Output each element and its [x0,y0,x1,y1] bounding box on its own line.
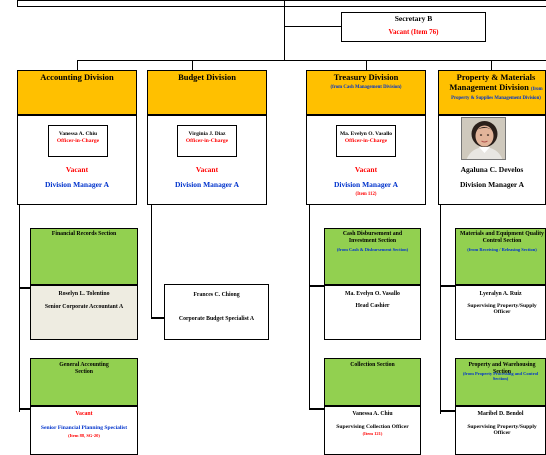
general-accounting-header [30,358,138,406]
property-warehousing-header [455,358,546,406]
treasury-branch-to-cash [309,285,324,287]
accounting-branch-to-financial [19,287,30,289]
general-accounting-body [30,406,138,455]
cash-disbursement-position: Head Cashier [355,303,390,309]
financial-records-title: Financial Records Section [51,231,117,237]
treasury-header [306,70,426,115]
cash-disbursement-name: Ma. Evelyn O. Vasallo [345,291,400,297]
top-bottom-line [17,6,546,7]
accounting-drop [77,60,78,70]
collection-position: Supervising Collection Officer [336,424,409,430]
accounting-branch-to-general [19,408,30,410]
main-vertical-trunk [284,0,285,60]
budget-branch-to-staff [151,317,164,319]
treasury-oic-name: Ma. Evelyn O. Vasallo [339,131,393,137]
accounting-status: Vacant [65,165,89,174]
property-branch-vertical [440,204,441,414]
budget-staff-box [164,284,269,340]
financial-records-header [30,228,138,285]
portrait-icon [462,118,505,159]
treasury-branch-vertical [309,204,310,410]
materials-equipment-position: Supervising Property/Supply Officer [467,303,537,316]
cash-disbursement-sub: (from Cash & Disbursement Section) [336,247,409,252]
financial-records-position: Senior Corporate Accountant A [44,304,124,310]
top-border-line [17,0,546,1]
collection-body [324,406,421,455]
financial-records-name: Roselyn L. Tolentino [58,291,110,297]
general-accounting-position: Senior Financial Planning Specialist [40,425,128,431]
accounting-oic-name: Vanessa A. Chiu [58,131,98,137]
budget-position: Division Manager A [174,180,240,189]
cash-disbursement-header [324,228,421,285]
general-accounting-item: (Item 88, SG-20) [68,433,100,438]
treasury-header-sub: (from Cash Management Division) [330,85,402,90]
materials-equipment-header [455,228,546,285]
budget-branch-vertical [151,204,152,319]
treasury-header-title: Treasury Division [333,72,399,82]
general-accounting-status: Vacant [75,411,93,417]
treasury-oic-role: Officer-in-Charge [344,138,388,144]
accounting-header-title: Accounting Division [40,72,114,82]
accounting-oic-box [48,125,108,157]
budget-oic-name: Virginia J. Diaz [188,131,226,137]
collection-title: Collection Section [350,362,395,368]
budget-staff-name: Frances C. Chiong [193,292,240,298]
division-horizontal-bus [77,60,546,61]
property-drop [491,60,492,70]
accounting-position: Division Manager A [44,180,110,189]
budget-staff-position: Corporate Budget Specialist A [178,316,255,322]
materials-equipment-body [455,285,546,340]
secretary-status: Vacant (Item 76) [388,28,439,36]
property-branch-to-materials [440,285,455,287]
budget-oic-box [177,125,237,157]
accounting-body [17,115,137,205]
property-branch-to-warehousing [440,410,455,412]
treasury-status: Vacant [354,165,378,174]
treasury-branch-to-collection [309,408,324,410]
treasury-oic-box [336,125,396,157]
collection-item: (Item 121) [362,431,383,436]
property-header-sub: Property & Supplies Management Division) [451,96,541,101]
secretary-title: Secretary B [394,14,433,23]
materials-equipment-sub: (from Receiving / Releasing Section) [467,247,537,252]
general-accounting-title: General Accounting Section [59,362,109,375]
financial-records-body [30,285,138,340]
collection-header [324,358,421,406]
property-header-name: Property & Materials Management Division [449,72,536,92]
budget-header-title: Budget Division [178,72,236,82]
cash-disbursement-title: Cash Disbursement and Investment Section [342,231,403,244]
accounting-oic-role: Officer-in-Charge [56,138,100,144]
accounting-branch-vertical [19,204,20,412]
cash-disbursement-body [324,285,421,340]
materials-equipment-title: Materials and Equipment Quality Control … [460,231,544,244]
property-header [438,70,546,115]
property-warehousing-position: Supervising Property/Supply Officer [467,424,537,437]
property-warehousing-title: Property and Warehousing Section [468,362,536,375]
accounting-header [17,70,137,115]
collection-name: Vanessa A. Chiu [352,411,393,417]
budget-status: Vacant [195,165,219,174]
secretary-box [341,12,486,42]
property-header-suffix: (from [531,86,543,92]
agaluna-develos-photo [461,117,506,160]
property-header-title: Property & Materials Management Division… [438,72,546,93]
treasury-item: (Item 112) [355,192,377,197]
top-left-line [17,0,18,6]
materials-equipment-name: Lyeralyn A. Ruiz [479,291,522,297]
property-head-name: Agaluna C. Develos [460,165,524,174]
budget-oic-role: Officer-in-Charge [185,138,229,144]
property-position: Division Manager A [459,180,525,189]
treasury-position: Division Manager A [333,180,399,189]
treasury-drop [366,60,367,70]
secretary-connector [284,26,341,27]
property-warehousing-name: Maribel D. Bendol [477,411,524,417]
budget-header [147,70,267,115]
property-warehousing-sub: (from Property Processing and Control Se… [462,371,539,382]
budget-drop [192,60,193,70]
